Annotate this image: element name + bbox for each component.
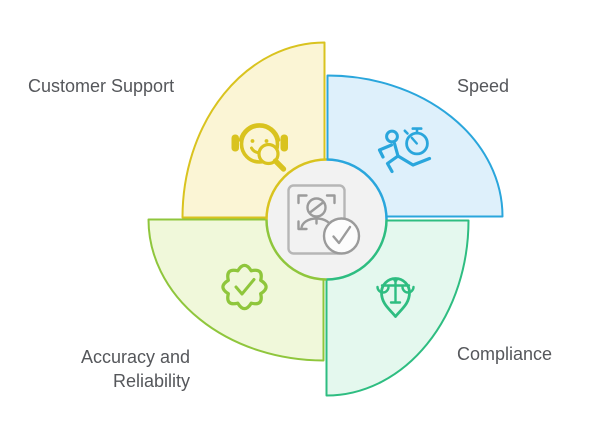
label-customer-support: Customer Support: [28, 76, 175, 96]
legal-scales-pin-icon: [376, 277, 415, 318]
label-accuracy-line1: Accuracy and: [80, 347, 190, 367]
certified-badge-check-icon: [221, 263, 268, 311]
label-accuracy-line2: Reliability: [112, 370, 190, 391]
headset-agent-icon: [231, 123, 288, 172]
identity-document-check-icon: [287, 184, 361, 255]
center-ring: [265, 158, 388, 281]
runner-stopwatch-icon: [377, 127, 432, 174]
label-compliance: Compliance: [457, 344, 553, 364]
label-accuracy-reliability: Accuracy and Reliability: [30, 346, 190, 393]
center-badge: [265, 158, 388, 281]
label-speed: Speed: [457, 76, 510, 96]
